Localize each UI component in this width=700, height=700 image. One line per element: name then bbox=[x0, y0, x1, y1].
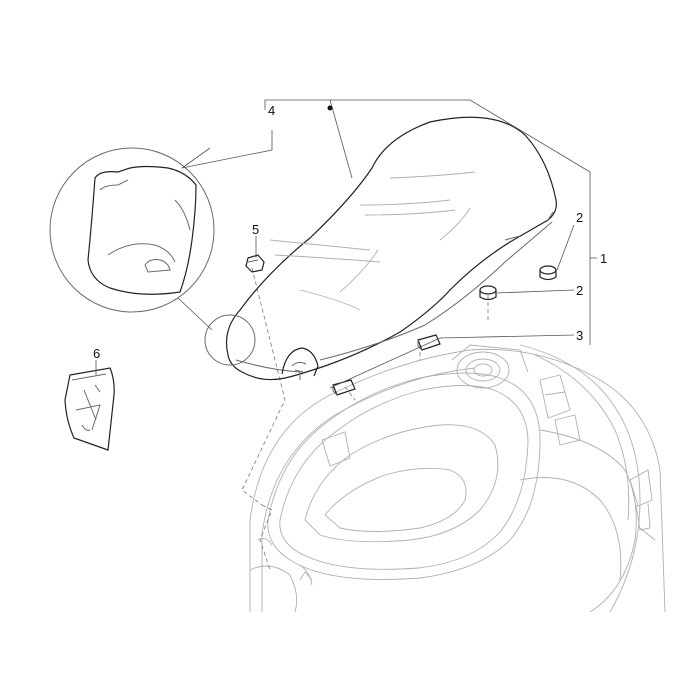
seat bbox=[225, 116, 557, 381]
toolkit-bag-part-6 bbox=[64, 367, 115, 451]
callout-2-lower: 2 bbox=[576, 283, 583, 298]
detail-magnifier bbox=[49, 147, 256, 366]
callout-3: 3 bbox=[576, 328, 583, 343]
callout-5: 5 bbox=[252, 222, 259, 237]
clip-part-5 bbox=[245, 254, 265, 273]
bracket-part-1 bbox=[264, 99, 597, 345]
assembly-dash-lines bbox=[241, 267, 489, 571]
callout-2-upper: 2 bbox=[576, 210, 583, 225]
hinge-plate-part-3-right bbox=[417, 334, 441, 351]
callout-4: 4 bbox=[268, 103, 275, 118]
hinge-plate-part-3-left bbox=[332, 379, 356, 396]
buffer-part-2-lower bbox=[479, 285, 497, 301]
callout-1: 1 bbox=[600, 251, 607, 266]
buffer-part-2-upper bbox=[539, 265, 557, 281]
scooter-body bbox=[249, 344, 666, 613]
callout-6: 6 bbox=[93, 346, 100, 361]
leader-lines bbox=[95, 130, 575, 389]
